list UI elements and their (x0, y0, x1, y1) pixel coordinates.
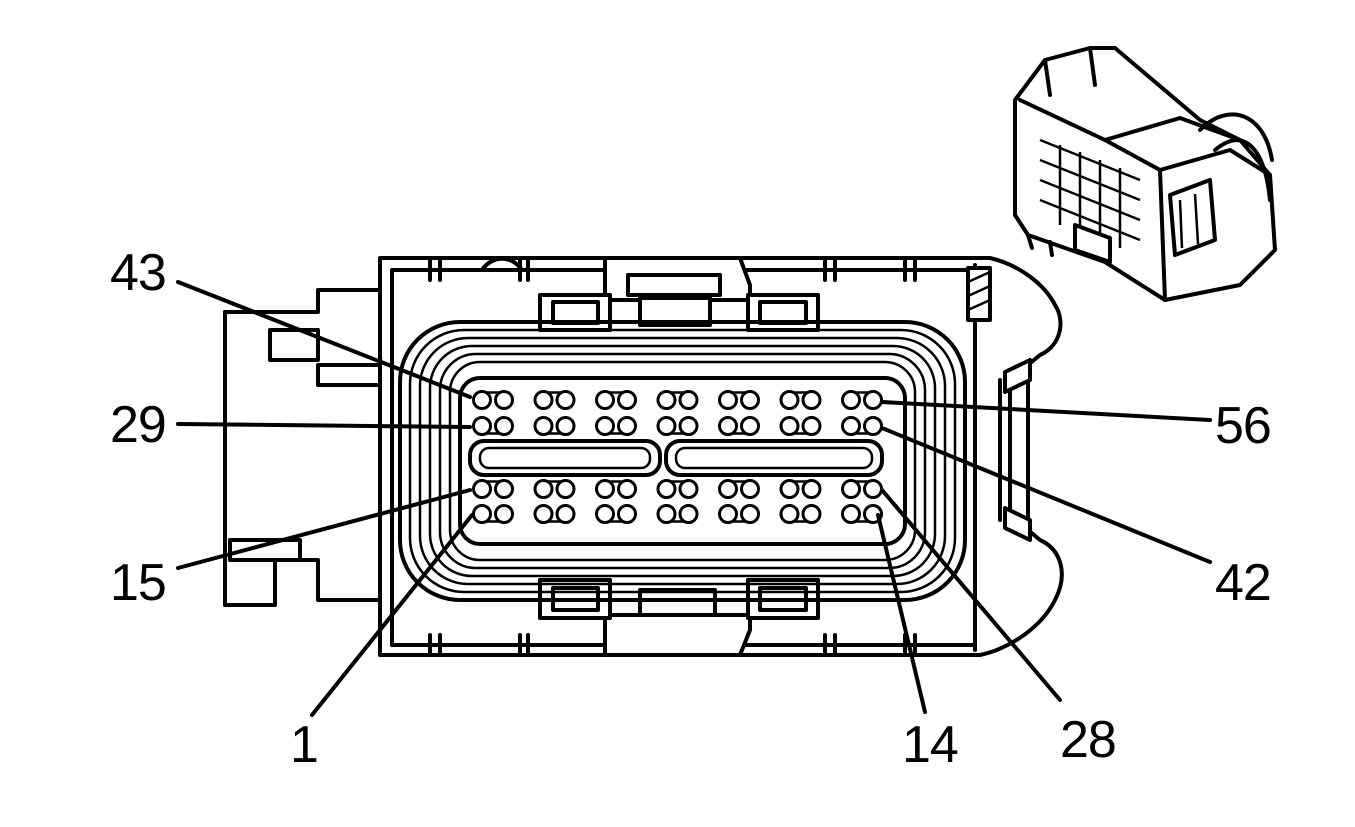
pin-cavity (656, 479, 677, 499)
pin-cavity (678, 479, 699, 499)
leader-1 (310, 513, 474, 717)
pin-cavity (678, 390, 699, 410)
pin-cavity (555, 479, 576, 499)
pin-label-14: 14 (902, 716, 958, 774)
pin-cavity (801, 416, 822, 436)
pin-cavity (678, 416, 699, 436)
pin-cavity (718, 416, 738, 436)
pin-cavity (656, 390, 677, 410)
pin-cavity (555, 390, 576, 410)
pin-cavity (617, 416, 637, 436)
pin-cavity (617, 479, 637, 499)
pin-cavity (472, 479, 492, 499)
pin-cavity (533, 479, 554, 499)
pin-label-43: 43 (110, 244, 166, 302)
pin-cavity (841, 416, 861, 436)
pin-label-15: 15 (110, 554, 166, 612)
pin-cavity (740, 504, 760, 524)
pin-cavity (656, 504, 677, 524)
leader-lines (176, 280, 1212, 717)
connector-3d-inset (1013, 46, 1277, 302)
leader-15 (176, 488, 472, 570)
pin-cavity (779, 504, 800, 524)
pin-cavity (779, 416, 800, 436)
pin-cavity (779, 390, 800, 410)
pin-cavity (617, 504, 637, 524)
pin-cavity (533, 390, 554, 410)
pin-cavity (494, 416, 514, 436)
pin-cavity (801, 390, 822, 410)
pin-cavity (472, 504, 492, 524)
pin-cavity (617, 390, 637, 410)
pin-label-56: 56 (1215, 397, 1271, 455)
pin-cavity (494, 479, 514, 499)
pin-cavity (494, 504, 514, 524)
pin-cavity (718, 504, 738, 524)
pin-cavity-field (472, 390, 883, 524)
leader-43 (176, 280, 472, 399)
pin-labels: 43 29 15 1 56 42 14 28 (110, 244, 1272, 774)
pin-cavity (718, 390, 738, 410)
pin-cavity (779, 479, 800, 499)
pin-cavity (472, 416, 492, 436)
pin-cavity (740, 479, 760, 499)
pin-cavity (740, 416, 760, 436)
pin-cavity (595, 390, 615, 410)
pin-cavity (841, 479, 861, 499)
pin-label-28: 28 (1060, 711, 1116, 769)
pin-cavity (718, 479, 738, 499)
leader-29 (176, 422, 472, 429)
pin-cavity (863, 416, 883, 436)
pin-cavity (533, 416, 554, 436)
pin-cavity (801, 479, 822, 499)
pin-cavity (863, 390, 883, 410)
pin-cavity (740, 390, 760, 410)
pin-cavity (595, 416, 615, 436)
pin-cavity (801, 504, 822, 524)
pin-label-1: 1 (290, 716, 318, 774)
pin-cavity (494, 390, 514, 410)
pin-label-29: 29 (110, 396, 166, 454)
pin-cavity (555, 504, 576, 524)
pin-cavity (841, 390, 861, 410)
pin-cavity (863, 479, 883, 499)
pin-label-42: 42 (1215, 554, 1271, 612)
pin-cavity (533, 504, 554, 524)
pin-cavity (678, 504, 699, 524)
pin-cavity (841, 504, 861, 524)
connector-face (223, 256, 1064, 657)
leader-28 (880, 488, 1062, 702)
pin-cavity (555, 416, 576, 436)
leader-42 (880, 426, 1212, 564)
pin-cavity (656, 416, 677, 436)
pin-cavity (472, 390, 492, 410)
pin-cavity (595, 479, 615, 499)
pin-cavity (595, 504, 615, 524)
leader-56 (880, 400, 1212, 422)
leader-14 (876, 513, 927, 714)
